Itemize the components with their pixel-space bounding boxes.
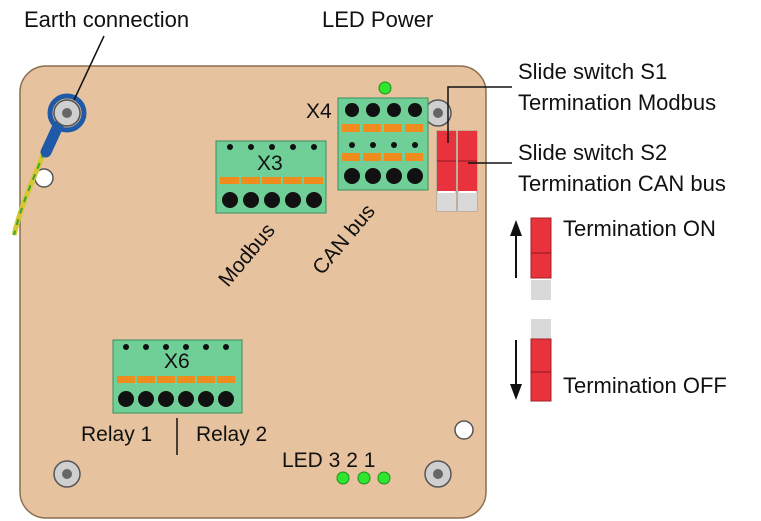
- led-power-label: LED Power: [322, 7, 433, 32]
- connector-x3: [215, 140, 327, 214]
- screw-top-right: [424, 99, 452, 127]
- led-2-icon: [357, 471, 371, 485]
- arrow-down-icon: [510, 340, 522, 400]
- s1-label-line2: Termination Modbus: [518, 90, 716, 115]
- x6-label: X6: [164, 350, 190, 373]
- led-1-icon: [377, 471, 391, 485]
- s2-label-line1: Slide switch S2: [518, 140, 667, 165]
- relay2-label: Relay 2: [196, 423, 267, 446]
- led-3-icon: [336, 471, 350, 485]
- termination-off-label: Termination OFF: [563, 373, 727, 398]
- termination-off-switch-icon: [530, 319, 552, 402]
- slide-switch-s2: [457, 130, 478, 212]
- s1-label-line1: Slide switch S1: [518, 59, 667, 84]
- x4-label: X4: [306, 100, 332, 123]
- connector-x4: [337, 97, 429, 191]
- s2-label-line2: Termination CAN bus: [518, 171, 726, 196]
- termination-on-switch-icon: [530, 217, 552, 300]
- connector-x6: [112, 339, 243, 414]
- led-321-label: LED 3 2 1: [282, 449, 375, 472]
- screw-bottom-right: [424, 460, 452, 488]
- earth-leader-line: [73, 35, 105, 101]
- x3-label: X3: [257, 152, 283, 175]
- led-power-icon: [378, 81, 392, 95]
- earth-wire-icon: [11, 93, 87, 236]
- slide-switch-s1: [436, 130, 457, 212]
- relay1-label: Relay 1: [81, 423, 152, 446]
- screw-bottom-left: [53, 460, 81, 488]
- mounting-hole-right: [454, 420, 474, 440]
- earth-connection-label: Earth connection: [24, 7, 189, 32]
- termination-on-label: Termination ON: [563, 216, 716, 241]
- arrow-up-icon: [510, 220, 522, 278]
- s1-leader-line: [447, 86, 512, 143]
